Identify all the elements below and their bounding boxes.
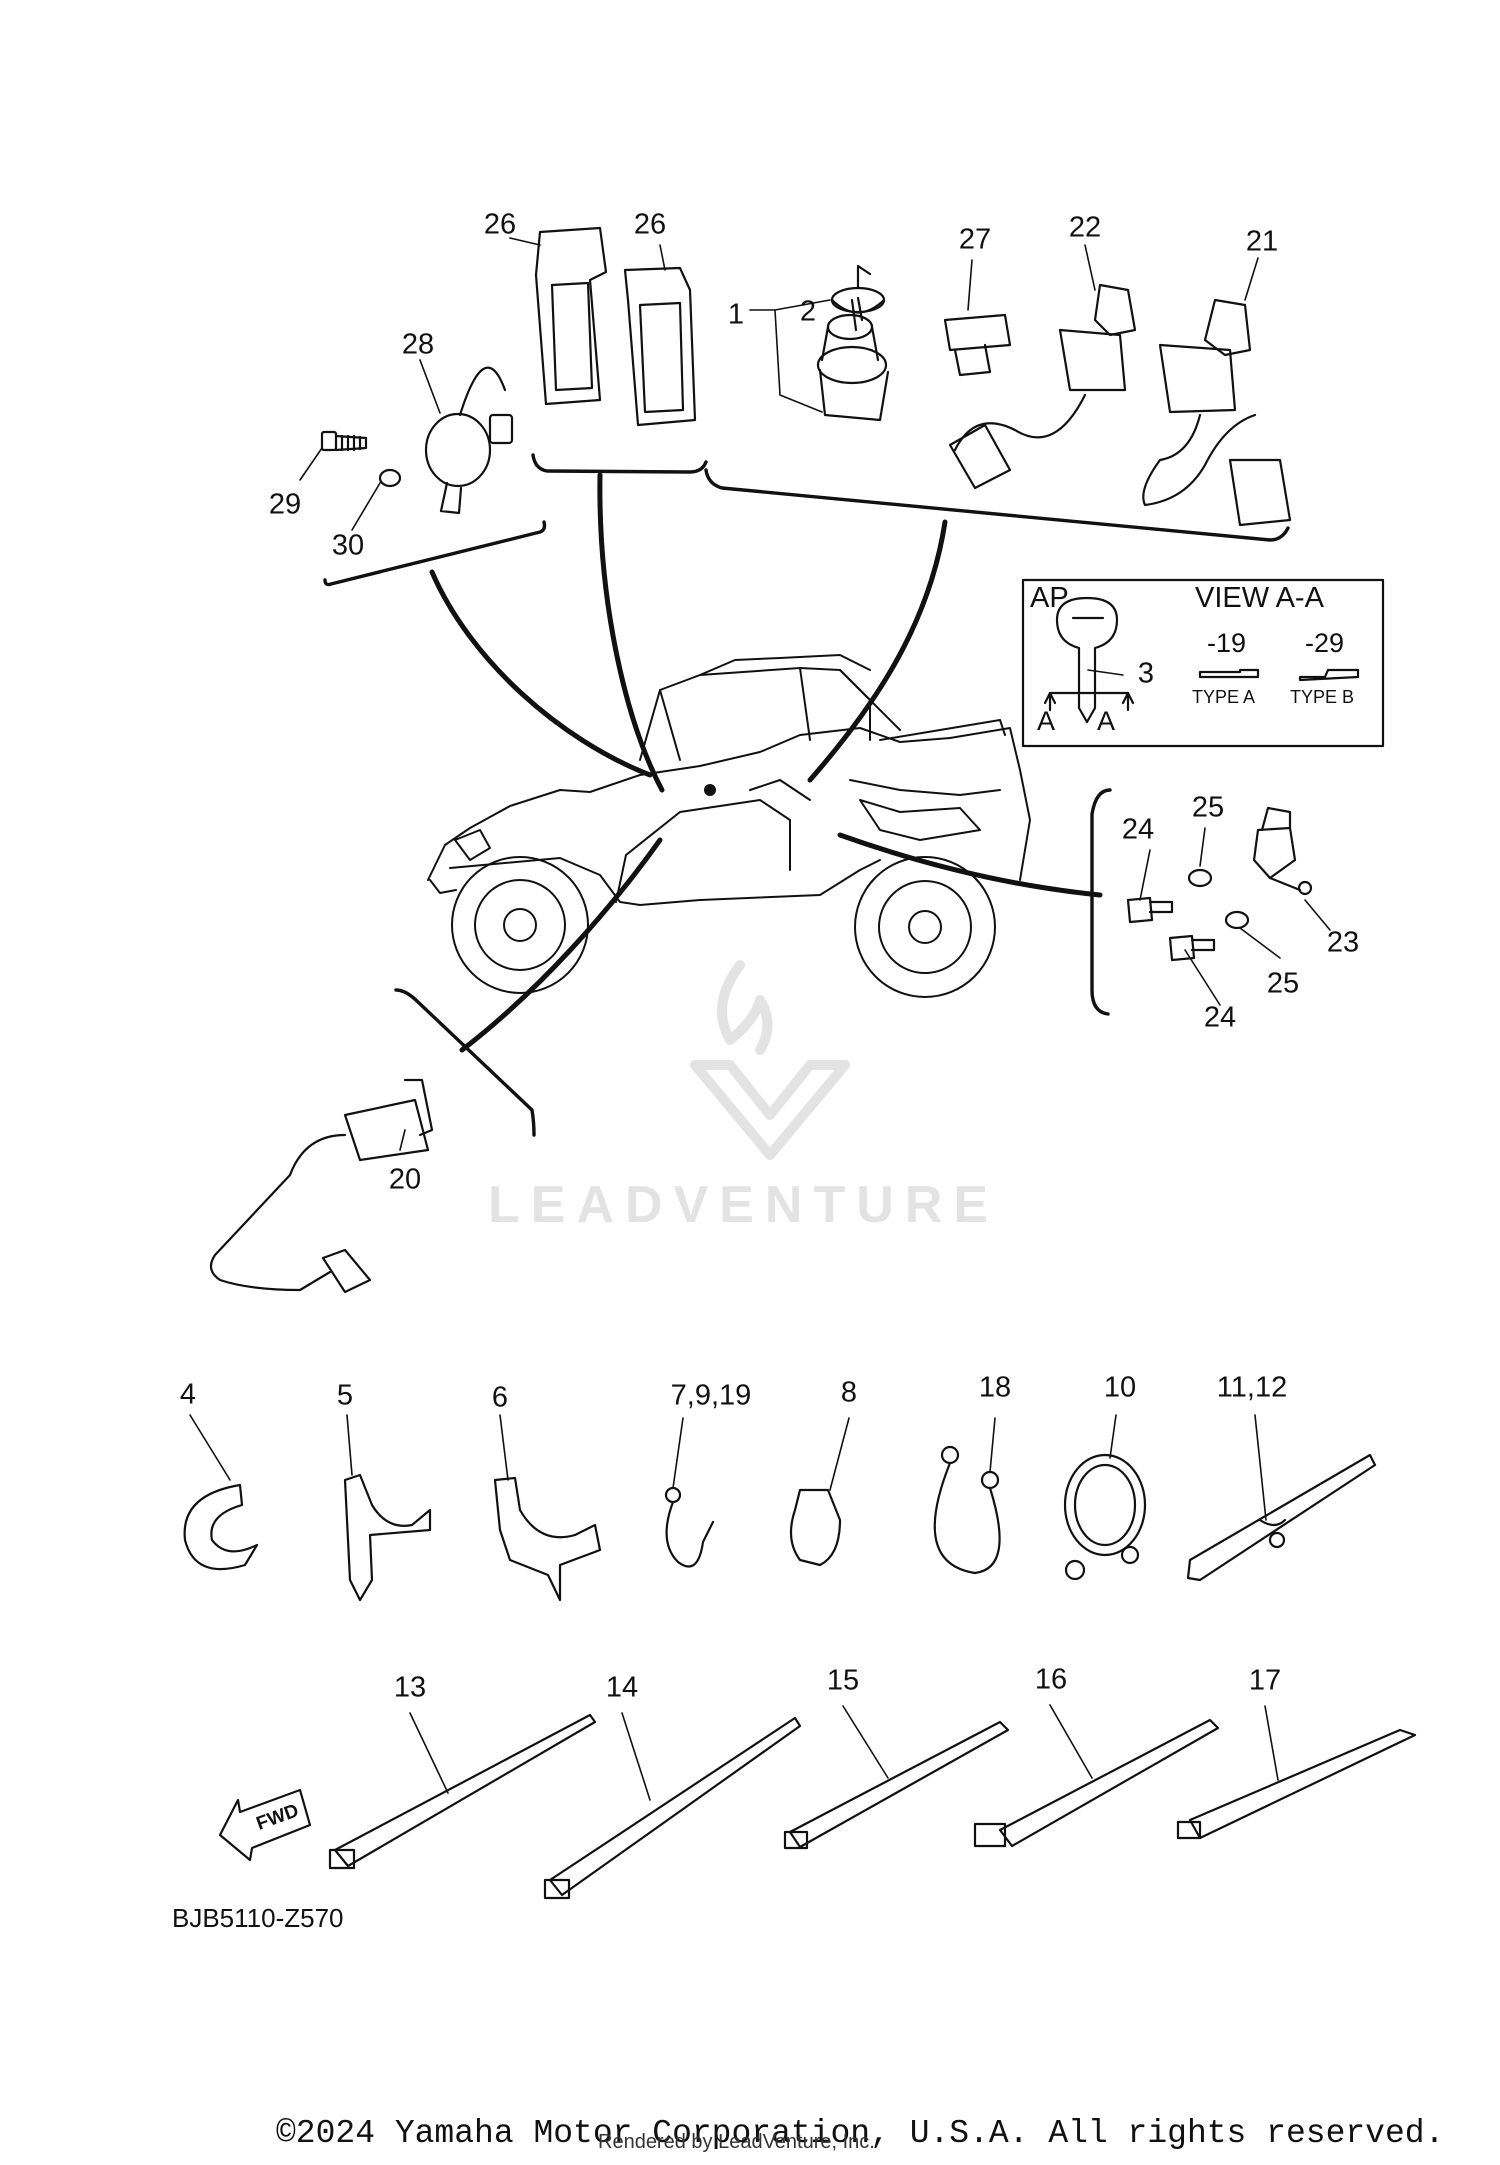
vehicle-illustration (427, 654, 1031, 998)
key-view-inset (1021, 578, 1385, 748)
part-30-washer-icon (378, 468, 402, 488)
callout-22: 22 (1068, 211, 1102, 244)
callout-21: 21 (1245, 225, 1279, 258)
inset-ap-label: AP (1030, 582, 1069, 614)
callout-2: 2 (799, 295, 817, 328)
part-26-cover-icon (534, 226, 697, 427)
key-section-markers (1043, 691, 1135, 712)
part-2-nut-icon (830, 264, 886, 314)
callout-3: 3 (1137, 657, 1155, 690)
watermark-text: LEADVENTURE (488, 1176, 1000, 1234)
callout-15: 15 (826, 1664, 860, 1697)
group-brackets (323, 453, 1290, 1137)
part-14-tie-icon (543, 1716, 802, 1900)
callout-18: 18 (978, 1371, 1012, 1404)
callout-16: 16 (1034, 1663, 1068, 1696)
part-21-switch-icon (1142, 298, 1292, 527)
inset-section-a-right: A (1097, 706, 1116, 736)
part-10-clamp-icon (1063, 1453, 1147, 1581)
fwd-arrow-icon (218, 1788, 312, 1862)
watermark-logo-icon (690, 960, 850, 1160)
part-4-clamp-icon (183, 1483, 259, 1571)
part-20-socket-icon (209, 1078, 434, 1294)
callout-30: 30 (331, 529, 365, 562)
callout-26-left: 26 (483, 208, 517, 241)
callout-7-9-19: 7,9,19 (670, 1379, 752, 1412)
part-23-sensor-icon (1252, 806, 1313, 896)
callout-20: 20 (388, 1163, 422, 1196)
callout-14: 14 (605, 1671, 639, 1704)
part-11-12-tie-icon (1186, 1453, 1377, 1582)
part-27-switch-icon (943, 313, 1012, 377)
inset-variant-29: -29 (1305, 628, 1345, 658)
inset-section-a-left: A (1037, 706, 1056, 736)
rendered-by-notice: Rendered by LeadVenture, Inc. (598, 2131, 875, 2153)
type-a-profile-icon (1198, 668, 1260, 679)
part-6-clamp-icon (493, 1476, 602, 1602)
part-15-tie-icon (783, 1720, 1010, 1850)
callout-29: 29 (268, 488, 302, 521)
part-8-clamp-icon (789, 1488, 842, 1567)
callout-4: 4 (179, 1378, 197, 1411)
part-22-switch-icon (948, 283, 1137, 490)
callout-24-bottom: 24 (1203, 1001, 1237, 1034)
part-24-bolt-icon (1126, 896, 1216, 962)
part-5-clamp-icon (343, 1473, 432, 1602)
callout-17: 17 (1248, 1664, 1282, 1697)
callout-13: 13 (393, 1671, 427, 1704)
callout-26-right: 26 (633, 208, 667, 241)
part-7-9-19-clamp-icon (664, 1486, 715, 1568)
part-16-tie-icon (973, 1718, 1220, 1848)
key-icon (1055, 596, 1119, 724)
diagram-code: BJB5110-Z570 (172, 1903, 344, 1933)
part-25-washer-icon (1187, 868, 1250, 930)
callout-8: 8 (840, 1376, 858, 1409)
type-b-profile-icon (1298, 668, 1360, 682)
inset-view-label: VIEW A-A (1195, 582, 1324, 614)
part-29-bolt-icon (320, 430, 368, 452)
part-13-tie-icon (328, 1713, 597, 1870)
callout-25-top: 25 (1191, 791, 1225, 824)
copyright-notice: ©2024 Yamaha Motor Corporation, U.S.A. A… (276, 2115, 1445, 2152)
inset-type-a: TYPE A (1192, 687, 1256, 707)
callout-6: 6 (491, 1381, 509, 1414)
callout-1: 1 (727, 298, 745, 331)
callout-25-bottom: 25 (1266, 967, 1300, 1000)
callout-5: 5 (336, 1379, 354, 1412)
callout-24-top: 24 (1121, 813, 1155, 846)
inset-variant-19: -19 (1207, 628, 1247, 658)
part-28-sensor-icon (424, 366, 514, 515)
callout-10: 10 (1103, 1371, 1137, 1404)
callout-23: 23 (1326, 926, 1360, 959)
callout-11-12: 11,12 (1216, 1371, 1288, 1404)
leader-lines (429, 472, 1103, 1053)
part-1-switch-icon (816, 296, 890, 422)
part-17-tie-icon (1176, 1728, 1417, 1840)
callout-27: 27 (958, 223, 992, 256)
callout-28: 28 (401, 328, 435, 361)
inset-type-b: TYPE B (1290, 687, 1355, 707)
callout-leaders (189, 237, 1331, 1801)
